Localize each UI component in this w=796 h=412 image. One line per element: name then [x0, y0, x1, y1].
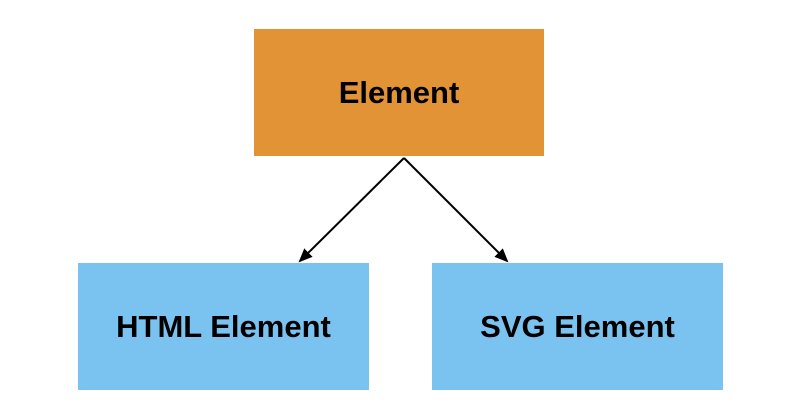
node-html-element: HTML Element — [78, 263, 369, 390]
node-html-element-label: HTML Element — [116, 309, 331, 344]
node-html-element-box — [78, 263, 369, 390]
node-svg-element: SVG Element — [432, 263, 723, 390]
node-element: Element — [254, 29, 544, 156]
edge-element-to-svg-element — [403, 157, 509, 263]
edge-element-to-html-element — [298, 157, 405, 263]
node-element-box — [254, 29, 544, 156]
node-svg-element-box — [432, 263, 723, 390]
node-svg-element-label: SVG Element — [480, 309, 675, 344]
node-element-label: Element — [339, 75, 460, 110]
